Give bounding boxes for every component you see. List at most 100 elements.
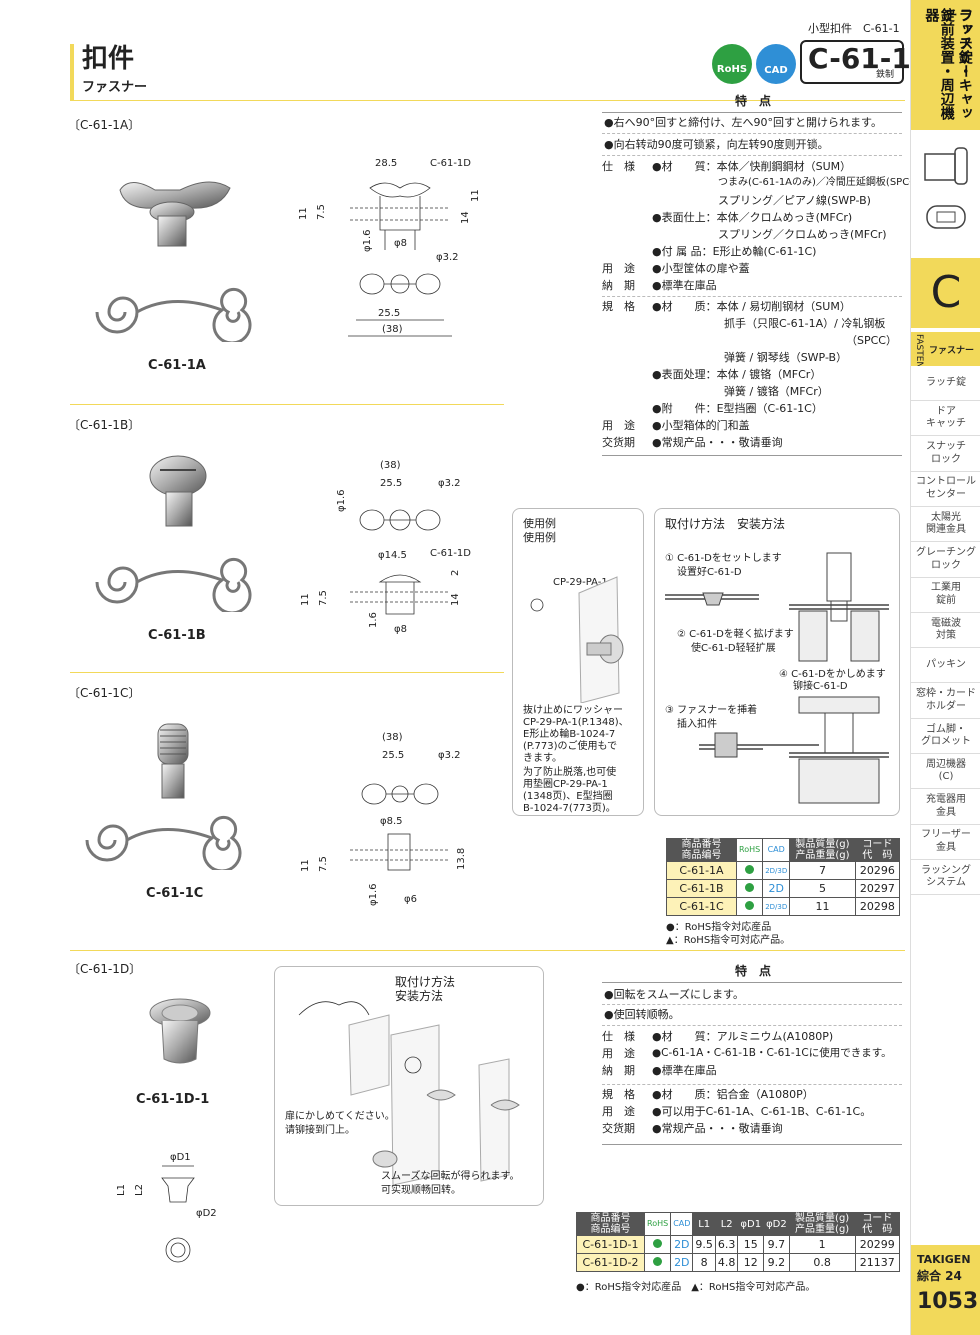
table-row: C-61-1C 2D/3D 11 20298 xyxy=(666,897,901,916)
usage-box: 使用例 使用例 CP-29-PA-1 抜け止めにワッシャー CP-29-PA-1… xyxy=(512,508,644,816)
rohs-dot-icon xyxy=(745,865,755,874)
drawing-b: (38) 25.5 φ3.2 φ1.6 φ14.5 C-61-1D 11 7.5… xyxy=(300,460,471,635)
install-title: 取付け方法 安装方法 xyxy=(665,517,786,531)
spec-cn-label-0: 規 格 xyxy=(602,300,635,313)
sidebar-section-letter: C xyxy=(911,258,980,328)
sidebar-item-5[interactable]: グレーチング ロック xyxy=(911,542,980,578)
spec-jp-label-7: 納 期 xyxy=(602,279,635,292)
install-step3-jp: ③ ファスナーを挿着 xyxy=(665,705,758,716)
sidebar-item-10[interactable]: ゴム脚・ グロメット xyxy=(911,719,980,754)
spec-jp-val-7: ●標準在庫品 xyxy=(652,279,717,292)
sidebar-item-label: 窓枠・カード ホルダー xyxy=(916,688,976,712)
dim-a-9: 25.5 xyxy=(378,308,400,319)
dim-a-2: 11 xyxy=(298,207,309,220)
spec-cn-val-5: 弹簧 / 镀铬（MFCr） xyxy=(724,385,829,398)
spec-cn-val-3: 弹簧 / 钢琴线（SWP-B） xyxy=(724,351,848,364)
features2-dash-2 xyxy=(602,1084,902,1085)
t2-r1-d1: 12 xyxy=(737,1253,765,1272)
t1-r1-cd: 20297 xyxy=(854,879,901,898)
f2-jp-label-1: 用 途 xyxy=(602,1047,635,1060)
dim-b-11: φ8 xyxy=(394,624,407,635)
material-tag: 鉄制 xyxy=(876,70,895,80)
dim-d-2: L2 xyxy=(134,1184,145,1196)
t1-h-cad: CAD xyxy=(762,838,791,862)
t1-r1-code: C-61-1B xyxy=(666,879,737,898)
dim-c-3: φ8.5 xyxy=(380,816,403,827)
sidebar-item-1[interactable]: ドア キャッチ xyxy=(911,401,980,437)
sidebar-item-11[interactable]: 周辺機器 (C) xyxy=(911,754,980,790)
t2-r1-d2: 9.2 xyxy=(763,1253,790,1272)
f2-jp-label-2: 納 期 xyxy=(602,1064,635,1077)
sidebar-item-12[interactable]: 充電器用 金具 xyxy=(911,789,980,825)
usage-note-cn-2: (1348页)、E型挡圈 xyxy=(523,791,613,802)
sidebar-item-9[interactable]: 窓枠・カード ホルダー xyxy=(911,683,980,719)
sidebar-page-number: 1053 xyxy=(917,1289,979,1314)
f2-jp-label-0: 仕 様 xyxy=(602,1030,635,1043)
spec-cn-val-4: ●表面处理：本体 / 镀铬（MFCr） xyxy=(652,368,822,381)
features1-dash-1 xyxy=(602,155,902,156)
header-top-right: 小型扣件 C-61-1 xyxy=(808,22,900,35)
t2-legend: ●：RoHS指令対応産品 ▲：RoHS指令可対応产品。 xyxy=(576,1282,816,1293)
features1-bullet-0: ●右へ90°回すと締付け、左へ90°回すと開けられます。 xyxy=(604,116,882,129)
t2-r1-rohs xyxy=(643,1253,672,1272)
sidebar-item-6[interactable]: 工業用 錠前 xyxy=(911,577,980,613)
install2-title-cn: 安装方法 xyxy=(395,989,444,1003)
sidebar-item-0[interactable]: ラッチ錠 xyxy=(911,366,980,401)
section-b-name: C-61-1B xyxy=(148,628,206,643)
sidebar-item-7[interactable]: 電磁波 対策 xyxy=(911,613,980,649)
t1-legend-0: ●：RoHS指令対応産品 xyxy=(666,922,772,933)
spec-jp-val-2: スプリング／ピアノ線(SWP-B) xyxy=(718,194,871,207)
features1-bottom-rule xyxy=(602,455,902,456)
spec-jp-label-6: 用 途 xyxy=(602,262,635,275)
t1-h-cd: コード代 码 xyxy=(854,838,901,862)
code-label: C-61-1 xyxy=(808,42,911,75)
section-c-label: 〔C-61-1C〕 xyxy=(68,686,141,700)
dim-a-8: φ3.2 xyxy=(436,252,459,263)
t2-r0-rohs xyxy=(643,1235,672,1254)
f2-cn-label-2: 交货期 xyxy=(602,1122,635,1135)
features1-spec-cn: 規 格 ●材 质：本体 / 易切削钢材（SUM） 抓手（只限C-61-1A）/ … xyxy=(602,300,908,454)
divider-a xyxy=(70,404,504,405)
rohs-dot-icon xyxy=(745,883,755,892)
f2-jp-val-1: ●C-61-1A・C-61-1B・C-61-1Cに使用できます。 xyxy=(652,1047,892,1059)
table-row: C-61-1D-1 2D 9.5 6.3 15 9.7 1 20299 xyxy=(576,1235,901,1254)
sidebar-item-8[interactable]: パッキン xyxy=(911,648,980,684)
dim-b-8: 2 xyxy=(450,570,461,576)
t2-r0-code: C-61-1D-1 xyxy=(576,1235,645,1254)
sidebar: ファスナー ラッチ錠・キャッチ 錠前装置・周辺機器 C ファスナー FASTEN… xyxy=(910,0,980,1335)
sidebar-item-label: 充電器用 金具 xyxy=(926,794,966,818)
features2-spec-jp: 仕 様 ●材 質：アルミニウム(A1080P) 用 途 ●C-61-1A・C-6… xyxy=(602,1030,908,1086)
t2-r1-l2: 4.8 xyxy=(714,1253,739,1272)
f2-cn-label-1: 用 途 xyxy=(602,1105,635,1118)
usage-note-jp-4: きます。 xyxy=(523,753,562,764)
usage-note-cn-0: 为了防止脱落,也可使 xyxy=(523,767,617,778)
dim-b-0: (38) xyxy=(380,460,401,471)
t2-h-cad: CAD xyxy=(670,1212,694,1236)
dim-a-6: φ1.6 xyxy=(362,230,373,253)
features1-bullet-1: ●向右转动90度可锁紧，向左转90度则开锁。 xyxy=(604,138,829,151)
t2-h-code: 商品番号商品编号 xyxy=(576,1212,645,1236)
t2-h-d1: φD1 xyxy=(737,1212,765,1236)
sidebar-item-2[interactable]: スナッチ ロック xyxy=(911,436,980,472)
spec-cn-val-0: ●材 质：本体 / 易切削钢材（SUM） xyxy=(652,300,851,313)
spec-jp-val-1: つまみ(C-61-1Aのみ)／冷間圧延鋼板(SPCC) xyxy=(718,177,921,188)
sidebar-item-14[interactable]: ラッシング システム xyxy=(911,860,980,896)
t1-r0-rohs xyxy=(735,861,764,880)
sidebar-item-13[interactable]: フリーザー 金具 xyxy=(911,824,980,860)
dim-c-4: 11 xyxy=(300,859,311,872)
usage-note-jp-3: (P.773)のご使用もで xyxy=(523,741,618,752)
section-c-name: C-61-1C xyxy=(146,886,204,901)
install2-note1-cn: 请铆接到门上。 xyxy=(285,1125,355,1136)
t2-h-l2: L2 xyxy=(714,1212,739,1236)
install-step2-jp: ② C-61-Dを軽く拡げます xyxy=(677,629,794,640)
sidebar-item-label: 太陽光 関連金具 xyxy=(926,511,966,536)
dim-b-5: C-61-1D xyxy=(430,548,471,559)
usage-note-cn: 为了防止脱落,也可使 用垫圈CP-29-PA-1 (1348页)、E型挡圈 B-… xyxy=(523,767,641,815)
t2-r0-l2: 6.3 xyxy=(714,1235,739,1254)
dim-a-0: 28.5 xyxy=(375,158,397,169)
install-step1-cn: 设置好C-61-D xyxy=(677,567,742,578)
sidebar-title-block: ファスナー ラッチ錠・キャッチ 錠前装置・周辺機器 xyxy=(911,0,980,130)
sidebar-item-4[interactable]: 太陽光 関連金具 xyxy=(911,507,980,543)
t2-h-l1: L1 xyxy=(692,1212,716,1236)
sidebar-item-3[interactable]: コントロール センター xyxy=(911,471,980,507)
